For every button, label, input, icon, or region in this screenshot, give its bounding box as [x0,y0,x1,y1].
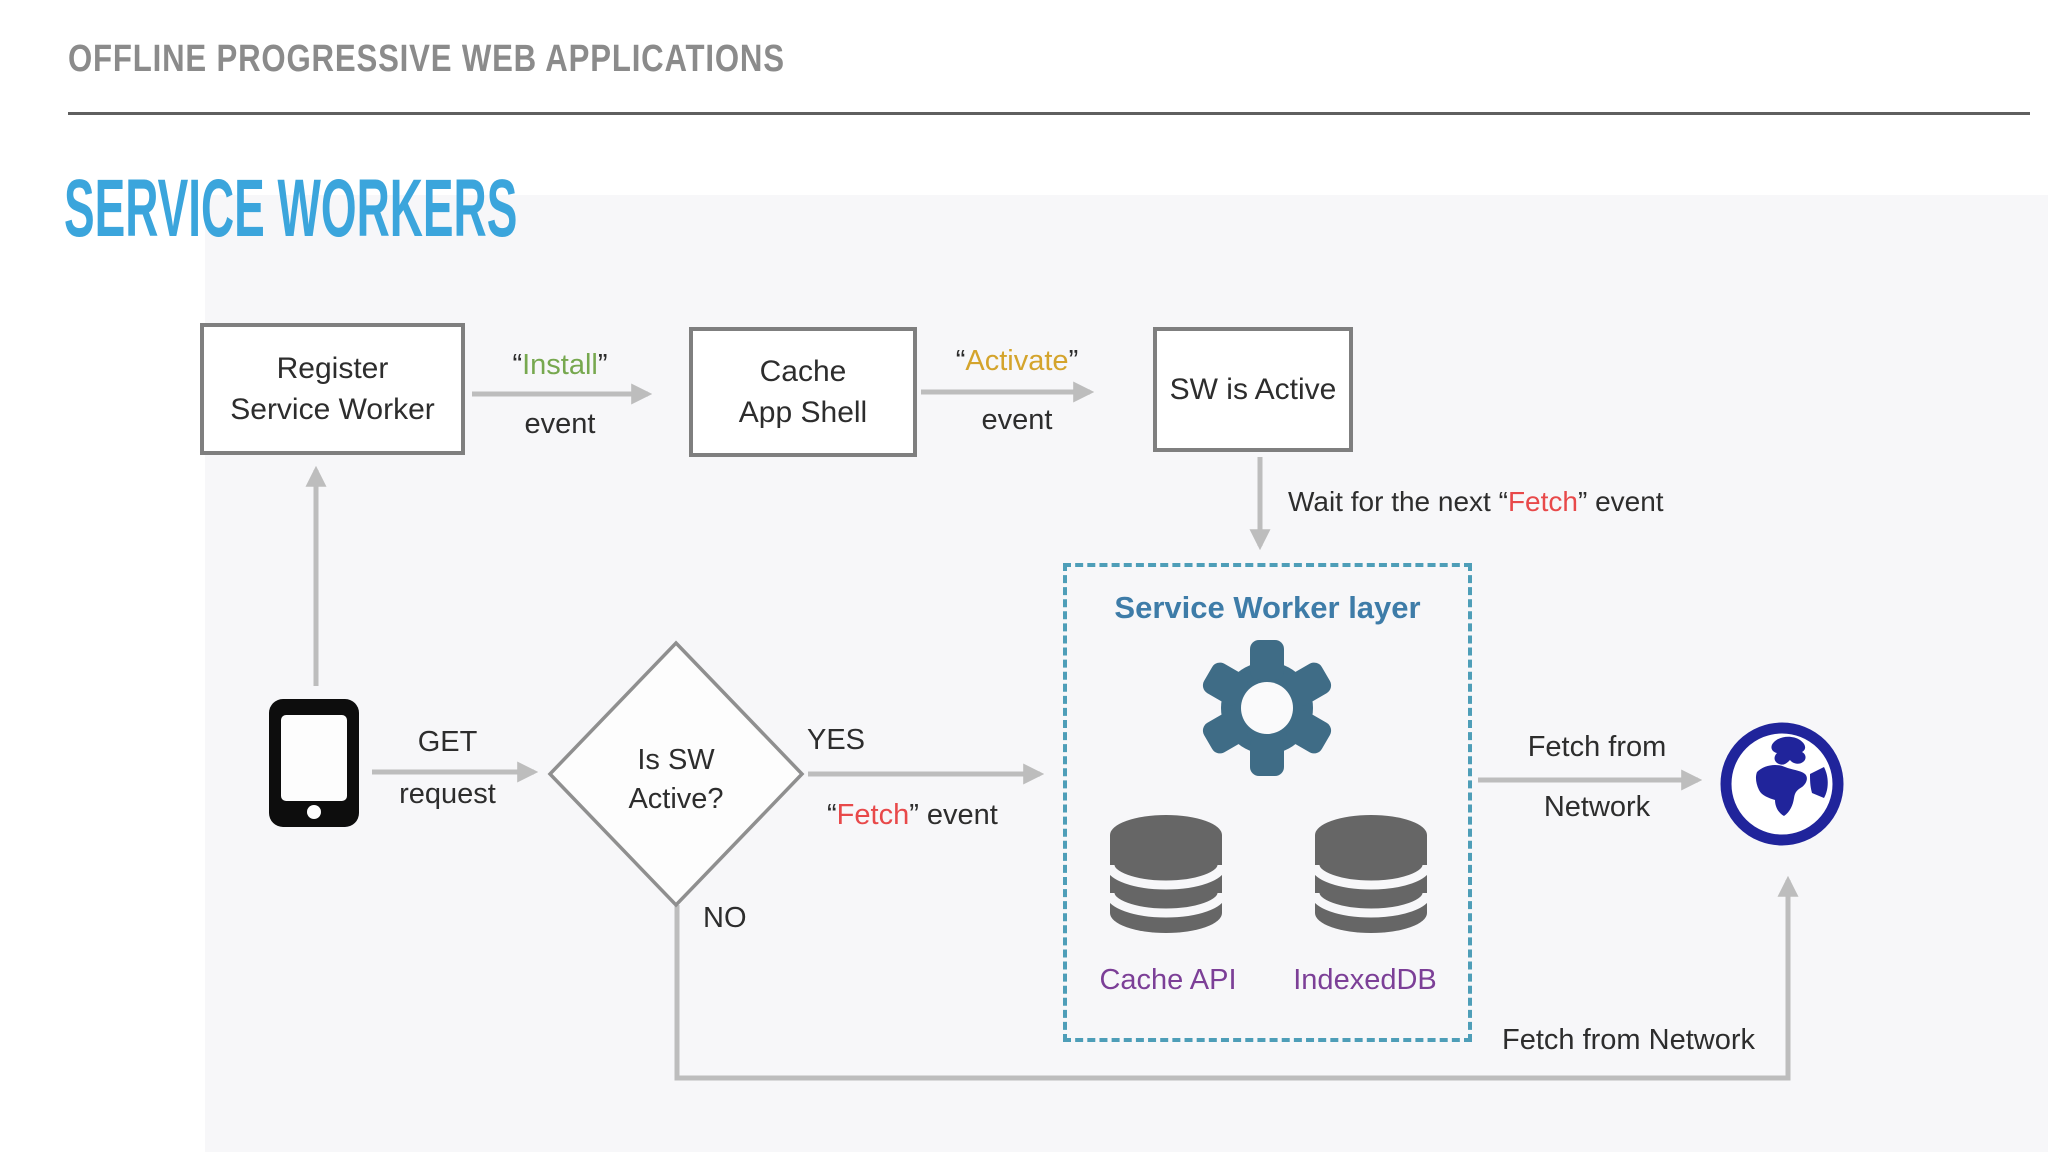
decision-diamond [547,640,805,908]
label-text: ” event [909,799,998,831]
box-text: App Shell [738,396,868,429]
smartphone-icon [269,699,359,827]
flow-box-cache-app-shell: Cache App Shell [689,327,917,457]
flow-box-sw-is-active: SW is Active [1153,327,1353,452]
box-text: Cache [759,354,847,388]
quote-mark: “ [512,349,523,381]
diamond-line: Active? [628,783,724,816]
fetch-from-network-label-line1: Fetch from [1527,731,1667,763]
cache-api-label: Cache API [1099,964,1237,996]
slide-eyebrow: OFFLINE PROGRESSIVE WEB APPLICATIONS [68,38,785,80]
flow-box-register-service-worker: Register Service Worker [200,323,465,455]
header-divider [68,112,2030,115]
quote-mark: “ [827,799,837,831]
indexeddb-label: IndexedDB [1293,964,1437,996]
decision-diamond-text: Is SW Active? [566,741,786,820]
no-label: NO [703,902,747,934]
globe-icon [1720,722,1844,846]
service-worker-layer-title: Service Worker layer [1114,590,1421,625]
activate-event-sublabel: event [981,404,1053,436]
activate-word: Activate [965,345,1069,377]
box-text: Register [276,351,389,385]
label-text: ” event [1577,486,1664,517]
fetch-from-network-bottom-label: Fetch from Network [1502,1024,1755,1056]
arrow-no-bottom [674,875,1799,1081]
install-event-label: “Install” [460,349,660,382]
install-event-sublabel: event [524,408,596,440]
fetch-event-label: “Fetch” event [827,799,998,832]
quote-mark: ” [1068,345,1079,377]
fetch-word: Fetch [1507,486,1578,517]
diagram-background [205,195,2048,1152]
get-request-label-line1: GET [417,726,478,758]
wait-for-fetch-label: Wait for the next “Fetch” event [1288,486,1664,518]
service-worker-layer-box [1063,563,1472,1042]
gear-icon [1202,640,1332,776]
fetch-from-network-label-line2: Network [1543,791,1651,823]
fetch-word: Fetch [836,799,910,831]
activate-event-label: “Activate” [912,345,1122,378]
database-icon [1108,815,1224,933]
box-text: SW is Active [1169,372,1337,406]
box-text: Service Worker [230,393,435,426]
database-icon [1313,815,1429,933]
get-request-label-line2: request [399,778,496,810]
diamond-line: Is SW [637,744,715,776]
yes-label: YES [807,724,866,756]
label-text: Wait for the next “ [1288,486,1508,517]
install-word: Install [522,349,598,381]
quote-mark: ” [597,349,608,381]
quote-mark: “ [955,345,966,377]
page-title: SERVICE WORKERS [64,163,518,254]
